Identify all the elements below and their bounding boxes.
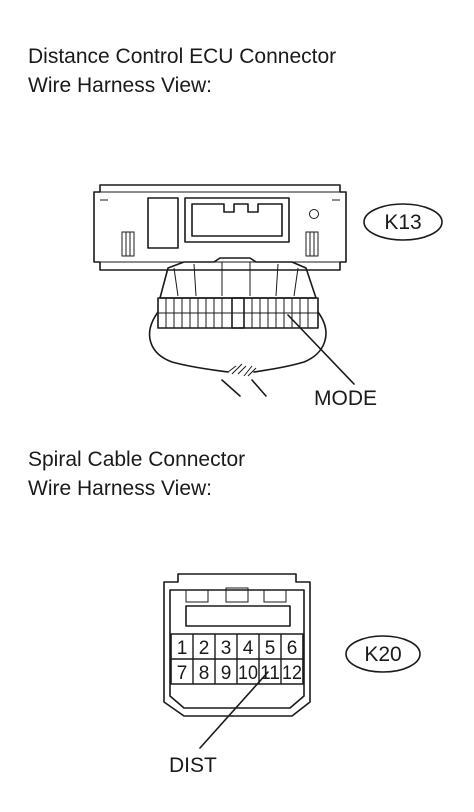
pin-3: 3 <box>221 638 232 659</box>
pin-10: 10 <box>238 663 258 684</box>
pin-6: 6 <box>287 638 298 659</box>
dist-label: DIST <box>169 754 217 777</box>
spiral-wire-harness-view-label: Wire Harness View: <box>28 477 212 500</box>
ecu-wire-harness-view-label: Wire Harness View: <box>28 74 212 97</box>
pin-4: 4 <box>243 638 254 659</box>
k20-connector-code-badge: K20 <box>345 635 421 673</box>
pin-12: 12 <box>282 663 302 684</box>
spiral-connector-drawing: 1 2 3 4 5 6 7 8 9 10 11 12 <box>163 573 311 717</box>
pin-5: 5 <box>265 638 276 659</box>
k13-connector-code-badge: K13 <box>363 203 443 241</box>
mode-label: MODE <box>314 387 377 410</box>
dist-terminal-callout: DIST <box>169 671 269 777</box>
mode-terminal-callout: MODE <box>287 314 377 410</box>
k13-code-text: K13 <box>384 211 421 234</box>
spiral-cable-heading: Spiral Cable Connector <box>28 448 245 471</box>
pin-2: 2 <box>199 638 210 659</box>
pin-1: 1 <box>177 638 188 659</box>
pin-7: 7 <box>177 663 188 684</box>
pin-8: 8 <box>199 663 210 684</box>
ecu-connector-heading: Distance Control ECU Connector <box>28 45 336 68</box>
k20-code-text: K20 <box>364 643 401 666</box>
pin-9: 9 <box>221 663 232 684</box>
ecu-connector-drawing <box>93 184 347 397</box>
pin-11: 11 <box>260 663 280 684</box>
